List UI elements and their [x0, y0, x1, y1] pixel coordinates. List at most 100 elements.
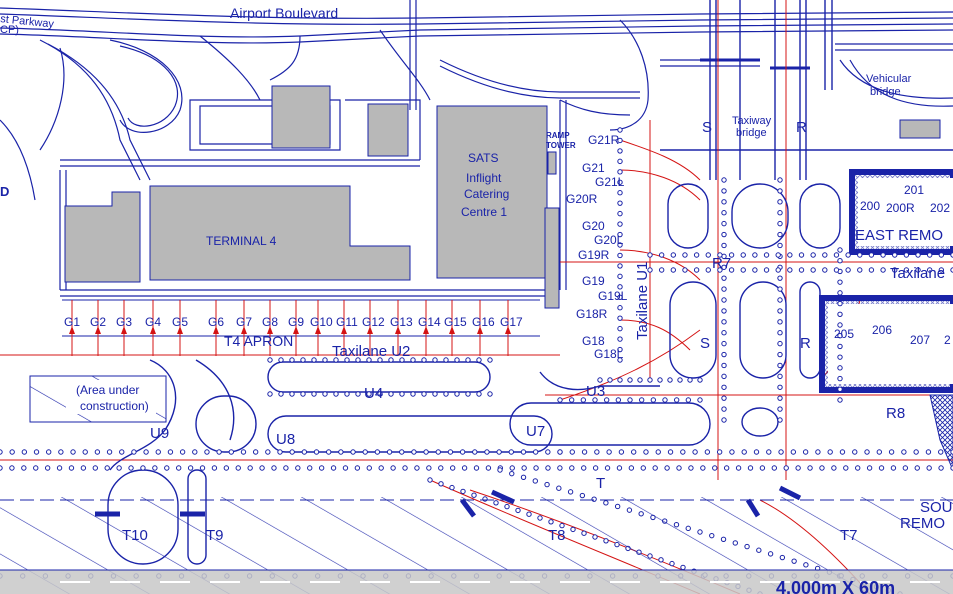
edge-light: [777, 395, 783, 401]
edge-light: [903, 267, 910, 273]
sats-label-3: Catering: [464, 187, 509, 201]
edge-light: [449, 484, 455, 491]
edge-light: [509, 470, 515, 477]
edge-light: [187, 465, 194, 471]
stand-label-200: 200: [860, 199, 880, 213]
edge-light: [837, 322, 843, 328]
edge-light: [670, 252, 677, 258]
edge-light: [657, 377, 663, 383]
edge-light: [658, 252, 665, 258]
edge-light: [783, 465, 789, 471]
taxiway-u4-label: U4: [364, 385, 383, 402]
edge-light: [533, 465, 539, 471]
edge-light: [211, 465, 218, 471]
edge-light: [333, 391, 339, 397]
building-block-2: [367, 103, 409, 157]
edge-light: [333, 357, 339, 363]
taxiway-r7-label: R7: [712, 255, 731, 272]
edge-light: [615, 397, 622, 403]
edge-light: [721, 340, 727, 347]
stand-label-207: 207: [910, 333, 930, 347]
taxiway-r-upper-label: R: [796, 119, 807, 136]
gate-label-g16: G16: [472, 315, 495, 329]
edge-light: [322, 391, 328, 397]
taxilane-u2-label: Taxilane U2: [332, 343, 410, 360]
edge-light: [721, 417, 727, 423]
edge-light: [283, 465, 289, 471]
edge-light: [155, 449, 161, 455]
edge-light: [752, 252, 758, 258]
vehicular-bridge-label-1: Vehicular: [866, 73, 912, 85]
edge-light: [520, 474, 527, 480]
edge-light: [721, 231, 727, 238]
gate-label-g15: G15: [444, 315, 467, 329]
edge-light: [473, 465, 480, 471]
edge-light: [435, 449, 441, 455]
edge-light: [311, 391, 317, 397]
edge-light: [833, 267, 840, 273]
edge-light: [913, 449, 919, 455]
edge-light: [33, 465, 39, 471]
edge-light: [655, 449, 661, 455]
edge-light: [902, 465, 909, 471]
edge-light: [864, 449, 870, 455]
edge-light: [80, 465, 87, 471]
edge-light: [670, 267, 677, 273]
edge-light: [802, 449, 809, 455]
gate-stand-lines: [69, 300, 511, 356]
gate-arrow-icon: [121, 326, 127, 334]
edge-light: [567, 489, 574, 495]
gate-label-g17: G17: [500, 315, 523, 329]
taxilane-u1-label: Taxilane U1: [634, 262, 651, 340]
edge-light: [777, 177, 783, 183]
edge-light: [569, 465, 575, 471]
east-remote-apron: [819, 169, 953, 471]
edge-light: [106, 449, 113, 455]
gate-arrow-icon: [241, 326, 247, 334]
east-gate-label-g21: G21: [582, 161, 605, 175]
edge-light: [892, 267, 898, 273]
edge-light: [223, 465, 230, 471]
edge-light: [777, 406, 783, 412]
edge-light: [676, 465, 682, 471]
edge-light: [164, 465, 170, 471]
edge-light: [544, 481, 550, 488]
edge-light: [199, 465, 206, 471]
gate-arrow-icon: [505, 326, 511, 334]
edge-light: [729, 449, 735, 455]
edge-light: [693, 267, 700, 273]
edge-light: [33, 449, 40, 455]
edge-light: [837, 333, 843, 339]
edge-light: [845, 267, 851, 273]
edge-light: [58, 449, 64, 455]
edge-light: [815, 449, 821, 455]
taxiway-u8-label: U8: [276, 431, 295, 448]
edge-light: [414, 465, 420, 471]
edge-light: [508, 449, 515, 455]
edge-light: [777, 362, 783, 369]
edge-light: [915, 267, 921, 273]
edge-light: [388, 391, 394, 397]
edge-light: [837, 365, 843, 371]
edge-light: [926, 267, 933, 273]
edge-light: [721, 330, 727, 336]
edge-light: [342, 465, 349, 471]
edge-light: [777, 210, 783, 216]
gate-label-g11: G11: [336, 315, 358, 329]
edge-light: [688, 465, 694, 471]
edge-light: [777, 384, 783, 390]
edge-light: [687, 377, 693, 383]
edge-light: [545, 465, 551, 471]
edge-light: [386, 449, 393, 455]
gate-arrow-icon: [477, 326, 483, 334]
edge-light: [837, 386, 843, 392]
edge-light: [647, 252, 653, 258]
edge-light: [460, 488, 466, 495]
edge-light: [399, 391, 405, 397]
taxiway-u9-label: U9: [150, 425, 169, 442]
edge-light: [410, 357, 416, 363]
taxiway-bridge-label-1: Taxiway: [732, 115, 772, 127]
edge-light: [795, 465, 801, 471]
edge-light: [568, 397, 575, 403]
edge-light: [617, 346, 623, 353]
